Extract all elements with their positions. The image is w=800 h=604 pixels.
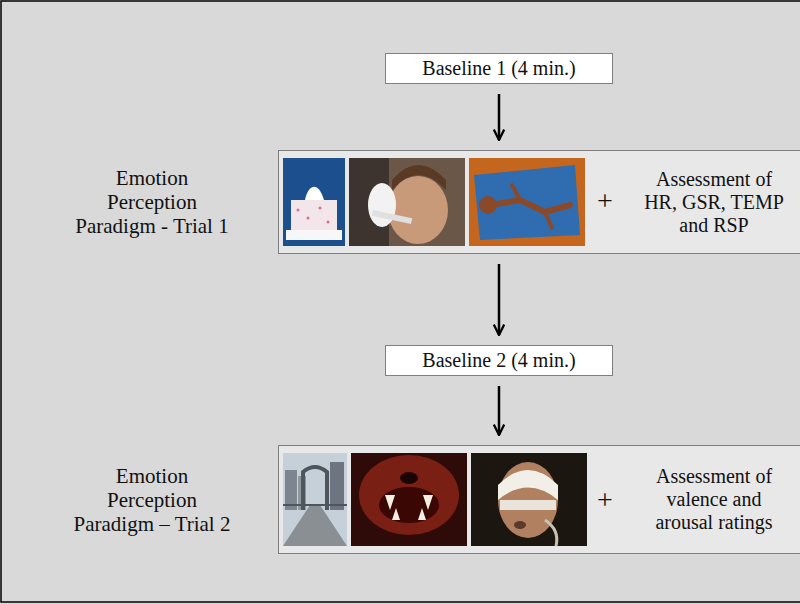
photo-child-injection [349,158,465,246]
band-fill [278,150,800,254]
assessment-note: Assessment of HR, GSR, TEMP and RSP [643,168,785,237]
process-box: Baseline 1 (4 min.) [385,53,613,84]
photo-bandaged-child [471,453,587,546]
plus-sign: + [590,485,620,515]
flow-arrow [498,264,501,335]
assessment-note: Assessment of valence and arousal rating… [643,465,785,534]
paradigm-band: Emotion Perception Paradigm – Trial 2 Ass… [60,445,800,554]
photo-bridge [283,453,347,546]
box-label: Baseline 1 (4 min.) [422,57,575,80]
flow-arrow [498,94,501,140]
band-fill [278,445,800,554]
paradigm-band: Emotion Perception Paradigm - Trial 1 Ass… [60,150,800,254]
paradigm-heading: Emotion Perception Paradigm - Trial 1 [70,166,234,238]
process-box: Baseline 2 (4 min.) [385,345,613,376]
photo-snarling-dog [351,453,467,546]
plus-sign: + [590,186,620,216]
paradigm-heading: Emotion Perception Paradigm – Trial 2 [70,464,234,536]
flow-arrow [498,386,501,435]
box-label: Baseline 2 (4 min.) [422,349,575,372]
photo-tissues [283,158,345,246]
photo-starving-child [469,158,585,246]
